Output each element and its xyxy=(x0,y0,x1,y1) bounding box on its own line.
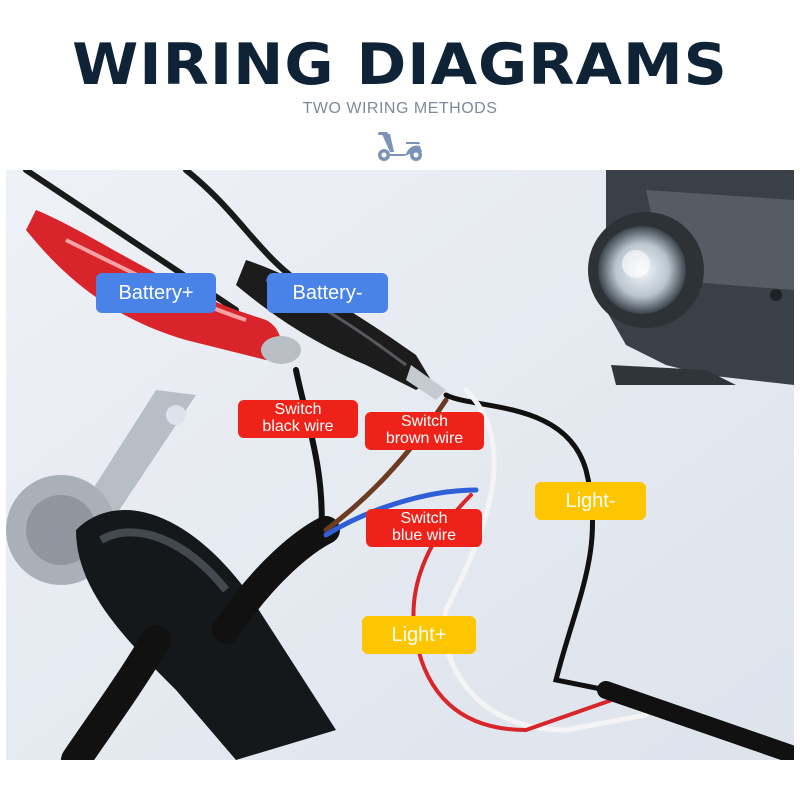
switch-black-wire-label: Switch black wire xyxy=(238,400,358,438)
switch-black-line2: black wire xyxy=(262,418,334,435)
switch-brown-line2: brown wire xyxy=(385,430,464,447)
light-plus-label: Light+ xyxy=(362,616,476,654)
headlight xyxy=(588,170,794,385)
switch-brown-line1: Switch xyxy=(400,413,449,431)
light-minus-label: Light- xyxy=(535,482,646,520)
battery-minus-label: Battery- xyxy=(267,273,388,313)
page-title: WIRING DIAGRAMS xyxy=(72,31,728,99)
battery-plus-label: Battery+ xyxy=(96,273,216,313)
switch-body xyxy=(6,390,340,760)
switch-black-line1: Switch xyxy=(274,401,322,419)
page-subtitle: TWO WIRING METHODS xyxy=(302,100,498,117)
switch-brown-wire-label: Switch brown wire xyxy=(365,412,484,450)
switch-blue-wire-label: Switch blue wire xyxy=(366,509,482,547)
wiring-photo: Battery+ Battery- Switch black wire Swit… xyxy=(6,170,794,760)
wiring-illustration xyxy=(6,170,794,760)
scooter-icon xyxy=(378,132,422,161)
switch-blue-line2: blue wire xyxy=(391,527,457,544)
switch-blue-line1: Switch xyxy=(400,510,448,528)
